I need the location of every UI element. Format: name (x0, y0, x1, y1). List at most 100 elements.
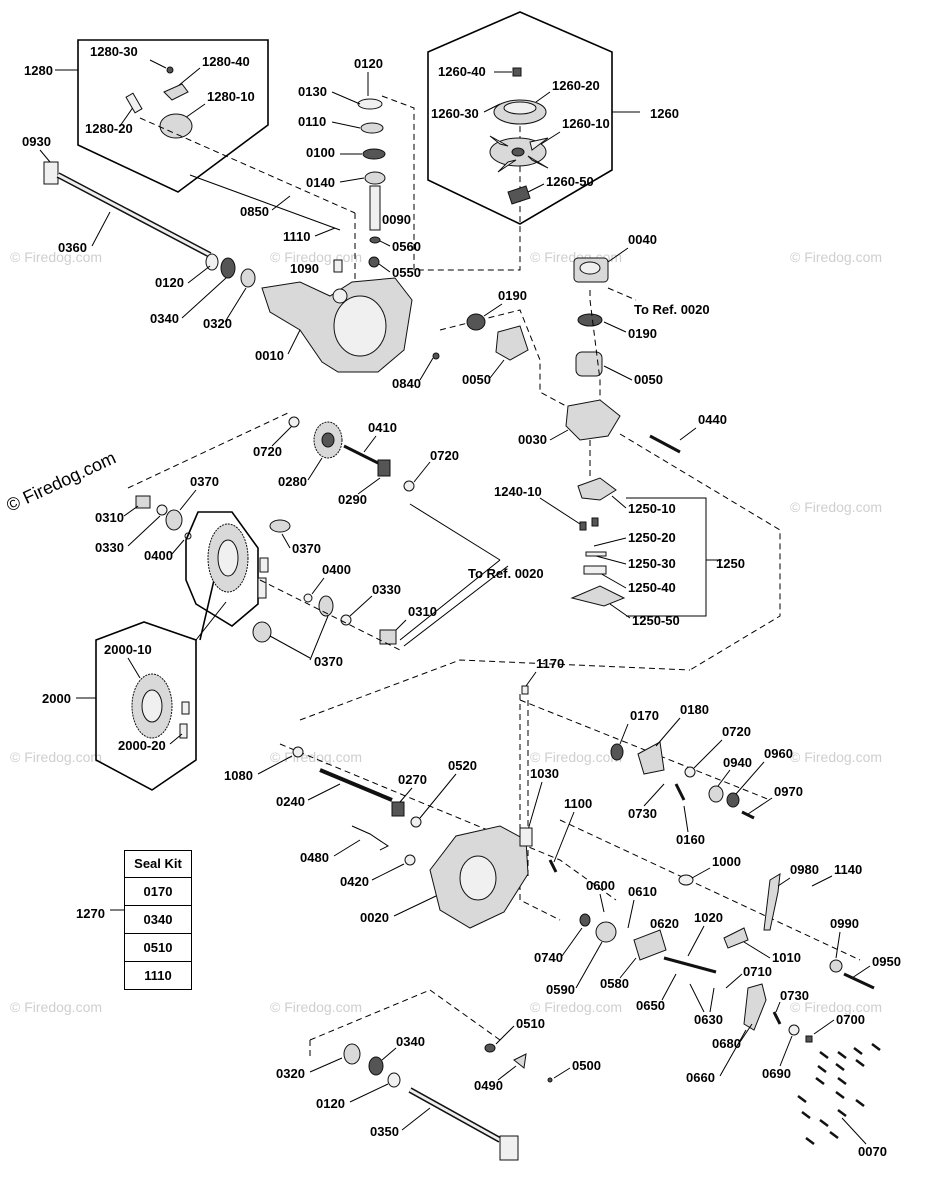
bolt-cluster: 0070 (797, 1043, 887, 1159)
callout-0340: 0340 (396, 1034, 425, 1049)
callout-0090: 0090 (382, 212, 411, 227)
watermark: © Firedog.com (530, 999, 622, 1015)
callout-0330: 0330 (95, 540, 124, 555)
callout-1280-20: 1280-20 (85, 121, 133, 136)
watermark: © Firedog.com (790, 499, 882, 515)
callout-0180: 0180 (680, 702, 709, 717)
callout-0040: 0040 (628, 232, 657, 247)
watermark-large: © Firedog.com (3, 447, 119, 515)
housing-0020: 1080 0240 0270 0520 0480 0420 0020 1030 … (224, 746, 592, 929)
callout-0930: 0930 (22, 134, 51, 149)
callout-0010: 0010 (255, 348, 284, 363)
shaft-part (343, 444, 381, 466)
callout-1100: 1100 (564, 796, 592, 811)
callout-0740: 0740 (534, 950, 563, 965)
callout-0660: 0660 (686, 1070, 715, 1085)
callout-0140: 0140 (306, 175, 335, 190)
group-2000: 2000 2000-10 2000-20 (42, 601, 227, 791)
callout-0160: 0160 (676, 832, 705, 847)
callout-0370: 0370 (314, 654, 343, 669)
watermark: © Firedog.com (530, 749, 622, 765)
to-ref-label: To Ref. 0020 (634, 302, 710, 317)
group-1260-outline (427, 11, 613, 225)
callout-0120: 0120 (155, 275, 184, 290)
callout-1000: 1000 (712, 854, 741, 869)
brake-cluster: 1170 0170 0180 0720 0940 0960 0970 0730 … (521, 656, 803, 847)
callout-1280-10: 1280-10 (207, 89, 255, 104)
callout-0950: 0950 (872, 954, 901, 969)
callout-1260-50: 1260-50 (546, 174, 594, 189)
callout-0270: 0270 (398, 772, 427, 787)
lever-part (743, 983, 767, 1031)
callout-1250-40: 1250-40 (628, 580, 676, 595)
ring-part (205, 253, 219, 271)
callout-2000: 2000 (42, 691, 71, 706)
pin-part (166, 66, 174, 74)
callout-0960: 0960 (764, 746, 793, 761)
callout-1110: 1110 (283, 229, 311, 244)
bolt-part (797, 1043, 881, 1145)
callout-0720: 0720 (722, 724, 751, 739)
callout-0490: 0490 (474, 1078, 503, 1093)
seal-kit-item: 0340 (125, 906, 191, 934)
watermark: © Firedog.com (10, 999, 102, 1015)
callout-0170: 0170 (630, 708, 659, 723)
valve-part (565, 399, 621, 441)
spring-part (351, 825, 389, 851)
callout-0110: 0110 (298, 114, 326, 129)
washer-part (240, 268, 256, 288)
group-1280-outline (77, 39, 269, 193)
callout-0630: 0630 (694, 1012, 723, 1027)
callout-0680: 0680 (712, 1036, 741, 1051)
callout-1140: 1140 (834, 862, 862, 877)
seal-kit-item: 0170 (125, 878, 191, 906)
callout-0100: 0100 (306, 145, 335, 160)
callout-1260: 1260 (650, 106, 679, 121)
axle-right: 0320 0340 0120 0350 (276, 1034, 519, 1161)
control-linkage: 1000 0980 1140 0740 0600 0610 0590 0620 … (534, 854, 901, 1085)
callout-1260-40: 1260-40 (438, 64, 486, 79)
callout-0400: 0400 (144, 548, 173, 563)
axle-flange-part (43, 161, 59, 185)
axle-flange-part (499, 1135, 519, 1161)
callout-0030: 0030 (518, 432, 547, 447)
input-shaft-part (369, 185, 381, 231)
callout-0850: 0850 (240, 204, 269, 219)
right-column: 0040 To Ref. 0020 0190 0050 0030 0440 (439, 232, 727, 454)
callout-0730: 0730 (780, 988, 809, 1003)
callout-1250-20: 1250-20 (628, 530, 676, 545)
callout-0590: 0590 (546, 982, 575, 997)
callout-0190: 0190 (498, 288, 527, 303)
callout-1090: 1090 (290, 261, 319, 276)
rod-part (663, 956, 717, 974)
callout-0600: 0600 (586, 878, 615, 893)
callout-0240: 0240 (276, 794, 305, 809)
callout-0050: 0050 (634, 372, 663, 387)
callout-0620: 0620 (650, 916, 679, 931)
callout-0940: 0940 (723, 755, 752, 770)
callout-0320: 0320 (276, 1066, 305, 1081)
callout-1030: 1030 (530, 766, 559, 781)
callout-0130: 0130 (298, 84, 327, 99)
watermark: © Firedog.com (790, 749, 882, 765)
callout-0440: 0440 (698, 412, 727, 427)
callout-0320: 0320 (203, 316, 232, 331)
watermark: © Firedog.com (10, 749, 102, 765)
callout-1250-10: 1250-10 (628, 501, 676, 516)
callout-0410: 0410 (368, 420, 397, 435)
callout-1250: 1250 (716, 556, 745, 571)
group-2000-outline (95, 621, 197, 791)
callout-0520: 0520 (448, 758, 477, 773)
callout-0510: 0510 (516, 1016, 545, 1031)
callout-0350: 0350 (370, 1124, 399, 1139)
seal-kit-title: Seal Kit (125, 851, 191, 878)
callout-0550: 0550 (392, 265, 421, 280)
callout-0370: 0370 (292, 541, 321, 556)
callout-1280-30: 1280-30 (90, 44, 138, 59)
callout-1260-10: 1260-10 (562, 116, 610, 131)
differential: 0310 0330 0370 0400 0370 0400 0330 0310 … (95, 474, 544, 669)
arm-part (763, 873, 781, 931)
callout-0120: 0120 (354, 56, 383, 71)
callout-0720: 0720 (253, 444, 282, 459)
